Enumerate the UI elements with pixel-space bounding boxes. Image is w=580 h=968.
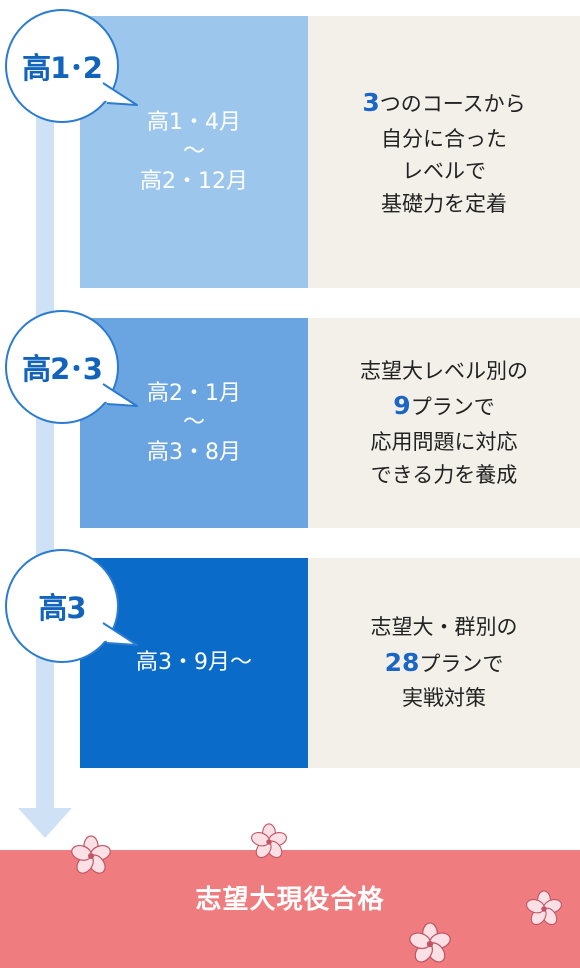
stage-3-plan-count: 28 xyxy=(384,647,420,677)
stage-2-badge-label: 高2･3 xyxy=(22,352,103,386)
stage-3-desc-line-3: 実戦対策 xyxy=(402,686,486,711)
stage-1-description: 3つのコースから 自分に合った レベルで 基礎力を定着 xyxy=(308,16,580,288)
stage-3-description: 志望大・群別の 28プランで 実戦対策 xyxy=(308,558,580,768)
stage-1-badge-tail xyxy=(98,82,138,106)
stage-2-period: 高2・1月 〜 高3・8月 xyxy=(80,318,308,528)
stage-1-desc-line-2: 自分に合った xyxy=(381,126,507,151)
stage-3-badge: 高3 xyxy=(5,549,138,663)
stage-1-period-start: 高1・4月 xyxy=(147,110,241,136)
stage-3-period-label: 高3・9月〜 xyxy=(136,650,252,676)
stage-2-period-separator: 〜 xyxy=(182,410,205,436)
timeline-arrow-head xyxy=(18,808,72,838)
stage-2-desc-line-1: 志望大レベル別の xyxy=(360,358,528,383)
stage-2-description: 志望大レベル別の 9プランで 応用問題に対応 できる力を養成 xyxy=(308,318,580,528)
stage-2: 高2・1月 〜 高3・8月 志望大レベル別の 9プランで 応用問題に対応 できる… xyxy=(80,318,580,528)
timeline-arrow-line xyxy=(36,98,54,812)
stage-1-desc-line-3: レベルで xyxy=(402,159,486,184)
stage-3: 高3・9月〜 志望大・群別の 28プランで 実戦対策 xyxy=(80,558,580,768)
sakura-blossom-icon xyxy=(526,890,562,926)
stage-3-badge-tail xyxy=(98,622,138,646)
stage-1-desc-line-1: つのコースから xyxy=(379,91,526,116)
stage-3-desc-line-1: 志望大・群別の xyxy=(370,615,518,640)
goal-label: 志望大現役合格 xyxy=(195,884,385,915)
sakura-blossom-icon xyxy=(409,922,451,963)
stage-1-badge-label: 高1･2 xyxy=(22,51,103,85)
stage-3-badge-label: 高3 xyxy=(38,591,86,625)
stage-2-plan-count: 9 xyxy=(393,391,411,421)
stage-2-badge-tail xyxy=(98,383,138,407)
stage-1-badge: 高1･2 xyxy=(5,9,138,123)
stage-1-period-separator: 〜 xyxy=(182,139,205,165)
sakura-blossom-icon xyxy=(251,823,287,859)
stage-1-course-count: 3 xyxy=(362,87,380,117)
stage-2-period-end: 高3・8月 xyxy=(147,439,241,465)
stage-3-desc-line-2: プランで xyxy=(419,651,504,676)
stage-2-badge: 高2･3 xyxy=(5,310,138,424)
stage-1-desc-line-4: 基礎力を定着 xyxy=(381,191,507,216)
stage-1: 高1・4月 〜 高2・12月 3つのコースから 自分に合った レベルで 基礎力を… xyxy=(80,16,580,288)
stage-2-desc-line-3: 応用問題に対応 xyxy=(370,430,518,455)
stage-3-period: 高3・9月〜 xyxy=(80,558,308,768)
stage-2-desc-line-2: プランで xyxy=(410,395,495,420)
stage-2-desc-line-4: できる力を養成 xyxy=(370,462,518,487)
sakura-blossom-icon xyxy=(71,835,111,874)
stage-2-period-start: 高2・1月 xyxy=(147,381,241,407)
stage-1-period-end: 高2・12月 xyxy=(140,168,248,194)
